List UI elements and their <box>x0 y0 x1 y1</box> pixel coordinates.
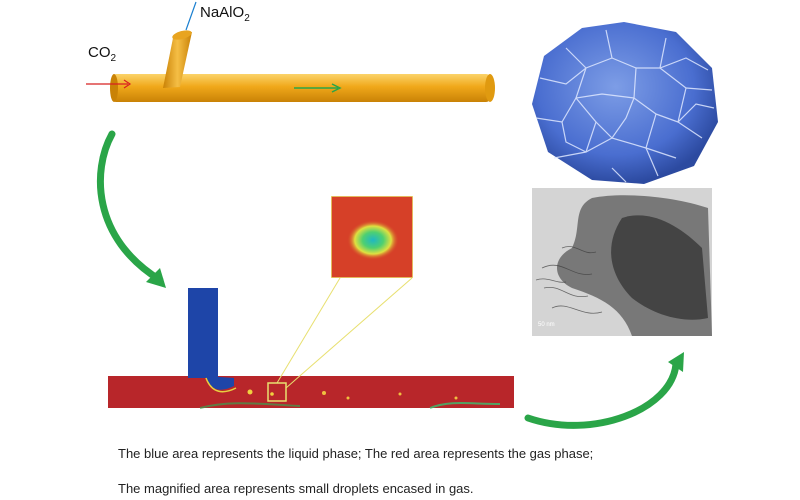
wall-film-right <box>429 402 501 409</box>
co2-label-text: CO <box>88 44 111 61</box>
magnified-droplet <box>347 220 399 260</box>
right-curved-arrow-head <box>668 352 684 372</box>
inlet-tube-top <box>172 30 192 40</box>
tem-dense-core <box>611 215 708 320</box>
naalo2-label: NaAlO2 <box>200 4 250 24</box>
tem-image-canvas <box>532 188 712 336</box>
right-curved-arrow <box>524 360 680 429</box>
magnified-droplet-inset <box>331 196 413 278</box>
flow-direction-arrow-head <box>331 83 342 93</box>
zoom-connector-line <box>276 277 341 384</box>
tem-nanosheet-icon: 50 nm <box>532 188 712 336</box>
liquid-inlet <box>188 288 218 378</box>
tem-scale-bar-label: 50 nm <box>538 322 555 328</box>
interface-line <box>205 377 237 393</box>
droplet <box>247 389 253 395</box>
zoom-connector-line <box>285 277 413 389</box>
gas-phase-channel <box>108 376 514 408</box>
naalo2-inlet-line <box>185 1 197 31</box>
droplet <box>398 392 402 396</box>
naalo2-label-sub: 2 <box>244 13 250 24</box>
co2-label-sub: 2 <box>110 53 117 64</box>
left-curved-arrow-head <box>146 268 166 288</box>
caption-line-2: The magnified area represents small drop… <box>118 481 474 496</box>
simulation-channel <box>108 277 514 409</box>
caption-line-1: The blue area represents the liquid phas… <box>118 446 594 461</box>
inlet-tube <box>163 32 192 88</box>
microsphere-nanosheet-edges <box>535 29 715 183</box>
co2-arrow-head <box>123 79 132 89</box>
droplet <box>346 396 350 400</box>
left-curved-arrow <box>96 130 164 284</box>
droplet <box>454 396 458 400</box>
tem-sheet-fringes <box>535 246 603 314</box>
sem-microsphere-icon <box>526 18 722 186</box>
tube-inlet-end <box>110 74 118 102</box>
droplet <box>322 391 326 395</box>
tube-end <box>485 74 495 102</box>
t-junction-reactor-icon <box>86 1 495 102</box>
wall-film <box>199 402 301 409</box>
co2-label: CO2 <box>88 44 116 64</box>
microsphere-body <box>532 22 718 184</box>
droplet <box>270 392 274 396</box>
naalo2-label-text: NaAlO <box>200 4 245 21</box>
liquid-stream <box>206 376 234 390</box>
